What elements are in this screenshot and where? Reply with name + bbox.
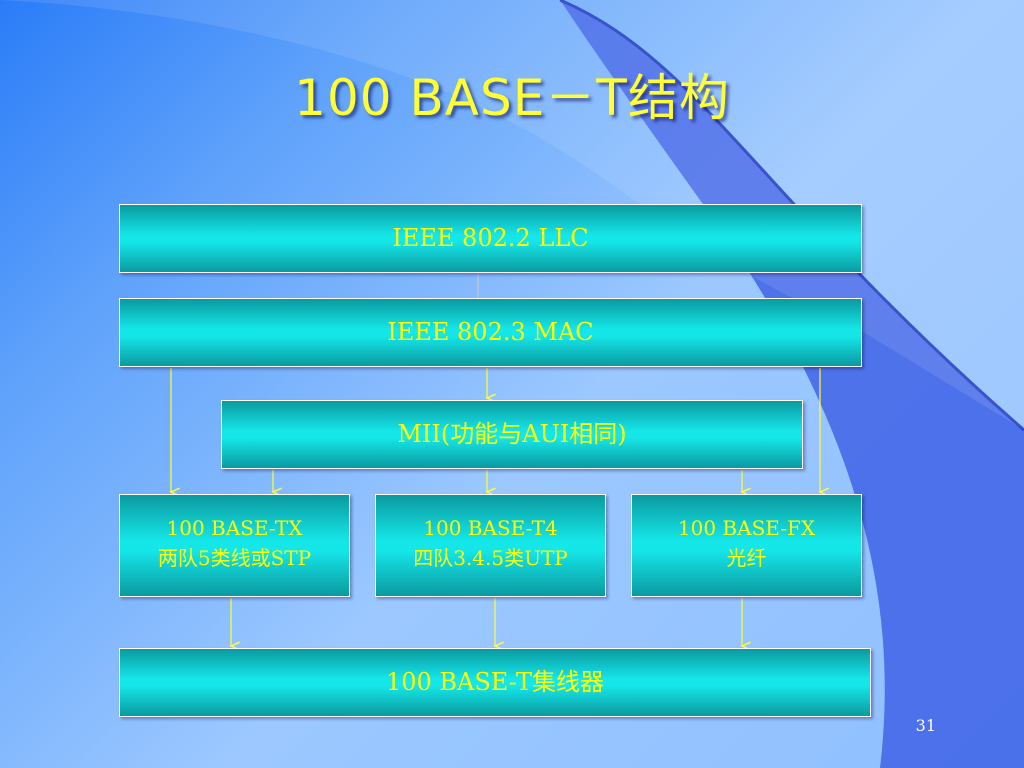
fx-phy-label: 100 BASE-FX [677,516,816,540]
tx-phy-medium: 两队5类线或STP [157,546,312,570]
llc-layer-label: IEEE 802.2 LLC [392,224,589,252]
tx-phy-box: 100 BASE-TX 两队5类线或STP [119,494,350,597]
mac-layer-box: IEEE 802.3 MAC [119,298,862,367]
mii-layer-label: MII(功能与AUI相同) [397,420,627,448]
hub-box: 100 BASE-T集线器 [119,648,871,717]
fx-phy-box: 100 BASE-FX 光纤 [631,494,862,597]
slide-title: 100 BASE－T结构 [294,69,730,127]
llc-layer-box: IEEE 802.2 LLC [119,204,862,273]
hub-label: 100 BASE-T集线器 [385,668,605,696]
mii-layer-box: MII(功能与AUI相同) [221,400,803,469]
page-number: 31 [915,716,936,735]
fx-phy-medium: 光纤 [726,546,767,570]
tx-phy-label: 100 BASE-TX [166,516,303,540]
t4-phy-label: 100 BASE-T4 [423,516,558,540]
t4-phy-box: 100 BASE-T4 四队3.4.5类UTP [375,494,606,597]
mac-layer-label: IEEE 802.3 MAC [387,318,594,346]
t4-phy-medium: 四队3.4.5类UTP [413,546,568,570]
